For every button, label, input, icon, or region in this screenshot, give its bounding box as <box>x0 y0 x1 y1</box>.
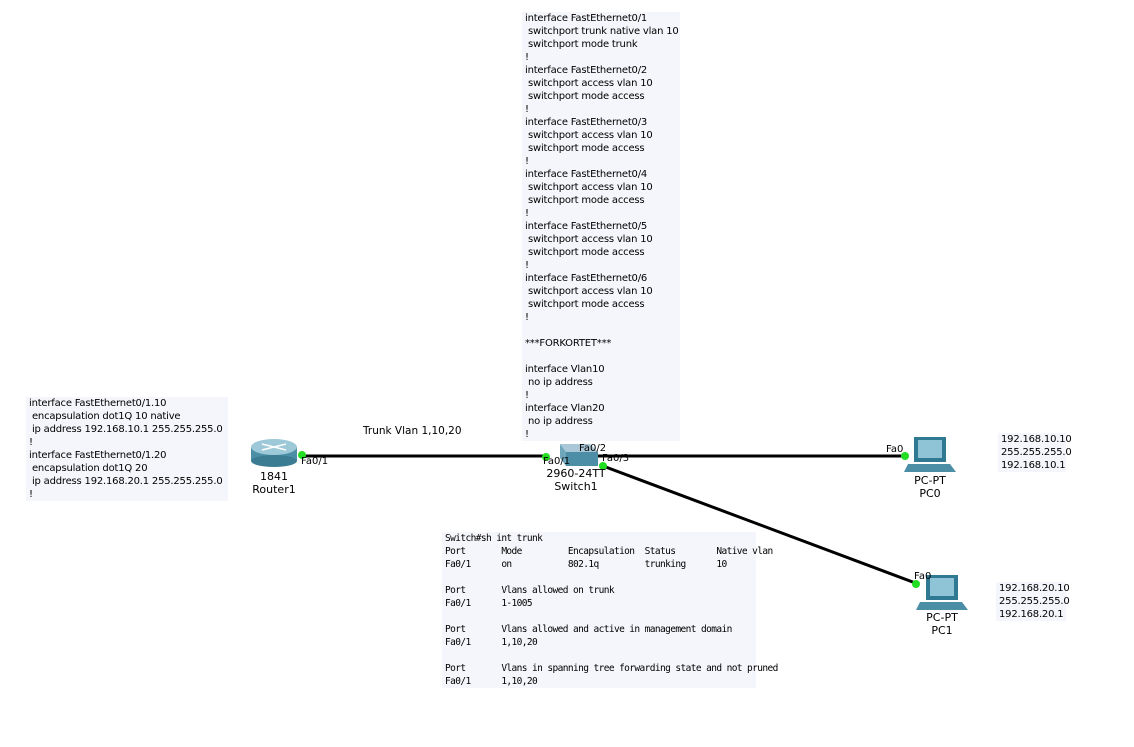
note-line: ! <box>525 390 529 401</box>
switch-name: Switch1 <box>554 480 598 493</box>
note-line: interface FastEthernet0/1.10 <box>29 398 167 409</box>
note-line: switchport access vlan 10 <box>525 234 653 245</box>
note-line: ! <box>525 312 529 323</box>
pc0-port-label: Fa0 <box>886 444 904 455</box>
note-line: 255.255.255.0 <box>999 596 1070 607</box>
note-line: ip address 192.168.20.1 255.255.255.0 <box>29 476 223 487</box>
note-line: Fa0/1 1,10,20 <box>445 637 538 648</box>
note-line: no ip address <box>525 416 593 427</box>
link-label-trunk: Trunk Vlan 1,10,20 <box>363 425 462 437</box>
note-line: switchport mode access <box>525 143 645 154</box>
note-line: ***FORKORTET*** <box>525 338 612 349</box>
switch-model: 2960-24TT <box>546 467 606 480</box>
pc1-port-label: Fa0 <box>914 571 932 582</box>
router-model: 1841 <box>260 470 288 483</box>
note-line: interface FastEthernet0/1.20 <box>29 450 167 461</box>
router-icon[interactable] <box>251 439 297 467</box>
note-line: encapsulation dot1Q 10 native <box>29 411 181 422</box>
pc0-label[interactable]: PC-PT PC0 <box>910 474 950 500</box>
pc1-name: PC1 <box>931 624 953 637</box>
note-line: switchport mode trunk <box>525 39 638 50</box>
note-line: interface FastEthernet0/6 <box>525 273 648 284</box>
note-line: ! <box>525 429 529 440</box>
note-line: Fa0/1 1,10,20 <box>445 676 538 687</box>
note-line: switchport mode access <box>525 91 645 102</box>
note-line: switchport access vlan 10 <box>525 130 653 141</box>
router-label[interactable]: 1841 Router1 <box>248 470 300 496</box>
port-led <box>298 451 306 459</box>
note-line: Port Mode Encapsulation Status Native vl… <box>445 546 773 557</box>
note-line: 192.168.10.1 <box>1001 460 1066 471</box>
note-line: no ip address <box>525 377 593 388</box>
note-line: Port Vlans allowed on trunk <box>445 585 615 596</box>
note-line <box>445 649 753 662</box>
note-line: interface FastEthernet0/4 <box>525 169 648 180</box>
note-pc0-ip: 192.168.10.10 255.255.255.0 192.168.10.1 <box>998 433 1072 472</box>
note-line: interface FastEthernet0/3 <box>525 117 648 128</box>
note-line: Port Vlans in spanning tree forwarding s… <box>445 663 778 674</box>
pc1-model: PC-PT <box>926 611 958 624</box>
note-line: ! <box>525 208 529 219</box>
note-line: Port Vlans allowed and active in managem… <box>445 624 732 635</box>
note-line: ! <box>525 104 529 115</box>
note-line: switchport access vlan 10 <box>525 182 653 193</box>
pc0-name: PC0 <box>919 487 941 500</box>
switch-port3-label: Fa0/3 <box>602 453 630 464</box>
note-pc1-ip: 192.168.20.10 255.255.255.0 192.168.20.1 <box>996 582 1070 621</box>
note-router-config: interface FastEthernet0/1.10 encapsulati… <box>26 397 228 501</box>
note-line: switchport mode access <box>525 247 645 258</box>
pc1-icon[interactable] <box>916 575 968 610</box>
note-line: switchport trunk native vlan 10 <box>525 26 679 37</box>
note-line: 192.168.10.10 <box>1001 434 1072 445</box>
note-line: interface FastEthernet0/1 <box>525 13 648 24</box>
pc0-model: PC-PT <box>914 474 946 487</box>
note-line: switchport access vlan 10 <box>525 286 653 297</box>
note-line <box>445 610 753 623</box>
port-led <box>901 452 909 460</box>
note-line: encapsulation dot1Q 20 <box>29 463 148 474</box>
note-line: switchport access vlan 10 <box>525 78 653 89</box>
link-switch-pc1[interactable] <box>602 464 919 586</box>
note-line: ! <box>525 52 529 63</box>
switch-icon[interactable] <box>560 444 598 466</box>
note-line: ! <box>525 156 529 167</box>
note-line: interface Vlan10 <box>525 364 605 375</box>
note-line: Switch#sh int trunk <box>445 533 543 544</box>
note-line: switchport mode access <box>525 195 645 206</box>
pc0-icon[interactable] <box>904 437 956 472</box>
note-line: interface FastEthernet0/5 <box>525 221 648 232</box>
port-led <box>599 462 607 470</box>
switch-port1-label: Fa0/1 <box>543 456 571 467</box>
note-line <box>445 571 753 584</box>
note-line <box>525 324 677 337</box>
note-line <box>525 350 677 363</box>
note-switch-config: interface FastEthernet0/1 switchport tru… <box>522 12 680 441</box>
note-line: ! <box>525 260 529 271</box>
note-line: ip address 192.168.10.1 255.255.255.0 <box>29 424 223 435</box>
router-name: Router1 <box>252 483 296 496</box>
note-line: interface FastEthernet0/2 <box>525 65 648 76</box>
pc1-label[interactable]: PC-PT PC1 <box>922 611 962 637</box>
switch-port2-label: Fa0/2 <box>579 443 607 454</box>
port-led <box>542 453 550 461</box>
note-line: switchport mode access <box>525 299 645 310</box>
note-line: interface Vlan20 <box>525 403 605 414</box>
port-led <box>912 580 920 588</box>
note-line: 192.168.20.1 <box>999 609 1064 620</box>
router-port-label: Fa0/1 <box>301 456 329 467</box>
note-line: 192.168.20.10 <box>999 583 1070 594</box>
note-line: Fa0/1 on 802.1q trunking 10 <box>445 559 727 570</box>
note-line: ! <box>29 489 33 500</box>
switch-label[interactable]: 2960-24TT Switch1 <box>538 467 614 493</box>
note-line: 255.255.255.0 <box>1001 447 1072 458</box>
note-line: Fa0/1 1-1005 <box>445 598 533 609</box>
note-line: ! <box>29 437 33 448</box>
